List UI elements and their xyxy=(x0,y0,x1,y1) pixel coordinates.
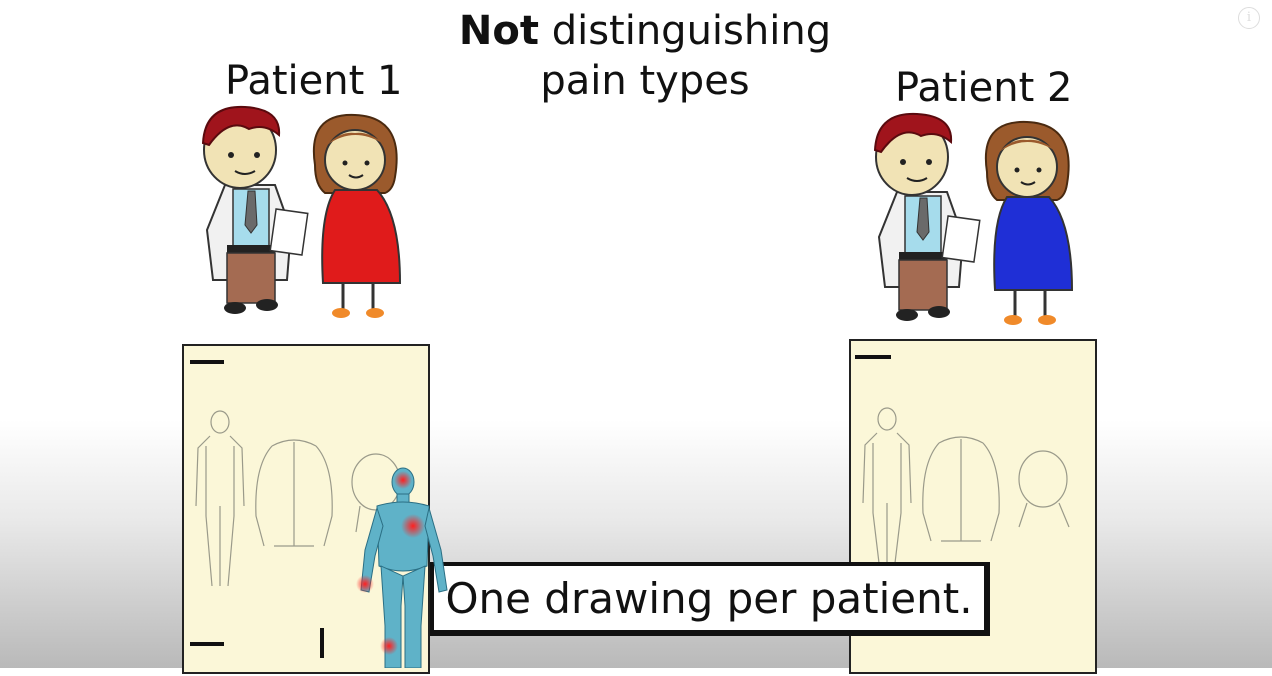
info-icon[interactable]: i xyxy=(1238,7,1260,29)
pain-mark-knee xyxy=(380,637,398,655)
patient-1-label: Patient 1 xyxy=(225,58,403,104)
doctor-figure xyxy=(873,112,981,321)
pain-mark-chest xyxy=(401,514,425,538)
patient-2-dress xyxy=(993,196,1074,291)
title-line-2: pain types xyxy=(540,58,750,104)
caption-box: One drawing per patient. xyxy=(430,562,990,636)
patient-1-illustration xyxy=(201,105,402,318)
body-outline-drawing xyxy=(855,355,1070,564)
doctor-figure xyxy=(201,105,309,314)
pain-mark-head xyxy=(394,471,412,489)
patient-2-label: Patient 2 xyxy=(895,65,1073,111)
title-line-1: Not distinguishing xyxy=(440,6,850,56)
patient-2-illustration xyxy=(873,112,1074,325)
anatomy-body-model xyxy=(356,467,448,668)
patient-2-figure xyxy=(984,120,1074,325)
slide-title: Not distinguishing pain types xyxy=(440,6,850,106)
patient-1-dress xyxy=(321,189,402,284)
patient-1-figure xyxy=(312,113,402,318)
title-rest: distinguishing xyxy=(551,8,832,54)
title-bold-word: Not xyxy=(458,8,539,54)
pain-mark-hand xyxy=(356,575,374,593)
